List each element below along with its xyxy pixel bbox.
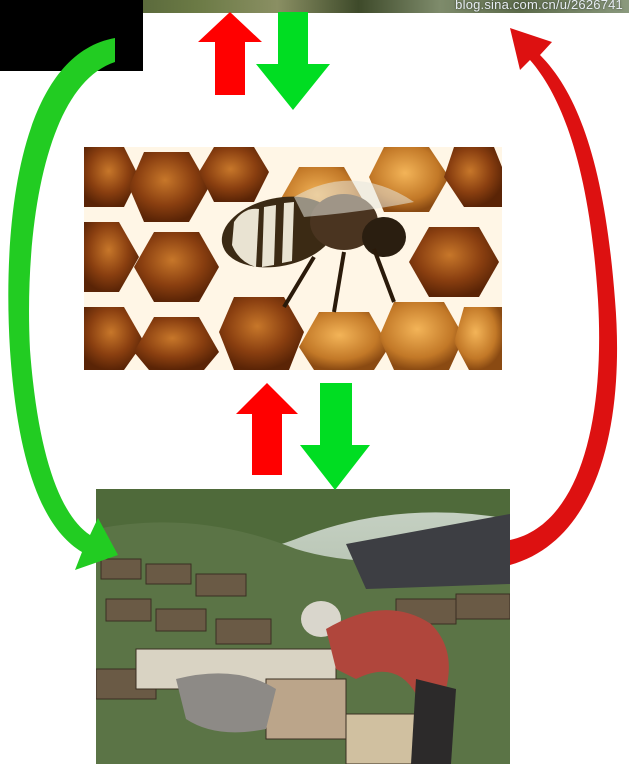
top-up-arrow <box>198 12 262 95</box>
right-red-curve-arrow <box>510 28 617 565</box>
top-down-arrow <box>256 12 330 110</box>
left-green-curve-arrow <box>8 38 118 570</box>
middle-down-arrow <box>300 383 370 490</box>
middle-up-arrow <box>236 383 298 475</box>
